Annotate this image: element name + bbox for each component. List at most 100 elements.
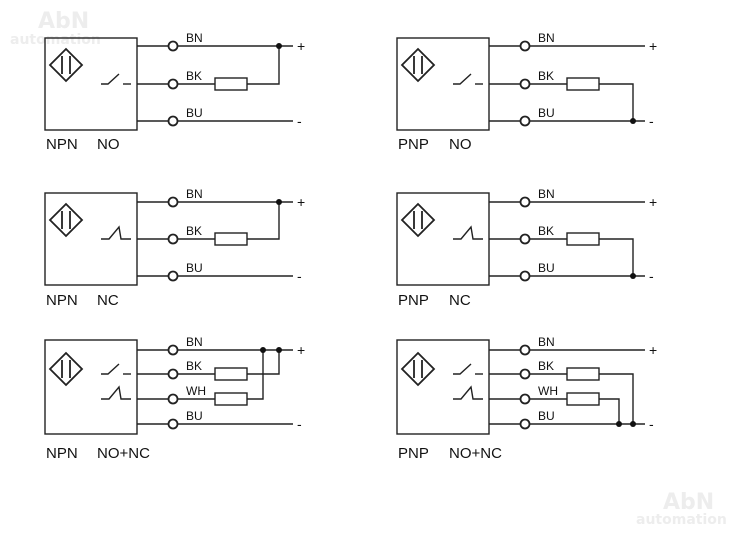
wire-label-bk: BK <box>186 224 202 238</box>
contact-type-label: NO+NC <box>449 445 502 462</box>
minus-terminal-label: - <box>297 268 302 284</box>
minus-terminal-label: - <box>649 416 654 432</box>
resistor <box>566 367 600 381</box>
terminal-circle <box>519 344 531 356</box>
wire-label-bk: BK <box>186 69 202 83</box>
terminal-circle <box>167 115 179 127</box>
terminal-circle <box>167 196 179 208</box>
load-wire <box>599 238 634 276</box>
sensor-type-label: NPN <box>46 292 78 309</box>
load-wire <box>599 373 634 424</box>
resistor <box>566 77 600 91</box>
terminal-circle <box>519 115 531 127</box>
junction-dot <box>630 421 636 427</box>
terminal-circle <box>167 393 179 405</box>
sensor-housing <box>44 339 138 435</box>
plus-terminal-label: + <box>297 38 305 54</box>
terminal-circle <box>519 393 531 405</box>
minus-terminal-label: - <box>297 113 302 129</box>
watermark-sub: automation <box>10 32 101 48</box>
nc-switch-icon <box>453 385 483 400</box>
load-wire <box>247 202 280 240</box>
terminal-circle <box>167 368 179 380</box>
wire-label-bn: BN <box>538 335 555 349</box>
terminal-circle <box>167 418 179 430</box>
wire-label-bk: BK <box>538 224 554 238</box>
minus-terminal-label: - <box>297 416 302 432</box>
sensor-type-label: NPN <box>46 136 78 153</box>
terminal-circle <box>167 78 179 90</box>
junction-dot <box>630 273 636 279</box>
no-switch-icon <box>453 73 472 85</box>
plus-terminal-label: + <box>297 194 305 210</box>
resistor <box>214 392 248 406</box>
nc-switch-icon <box>453 225 483 240</box>
terminal-circle <box>519 40 531 52</box>
plus-terminal-label: + <box>297 342 305 358</box>
wire-label-bu: BU <box>538 261 555 275</box>
plus-terminal-label: + <box>649 38 657 54</box>
resistor <box>214 77 248 91</box>
terminal-circle <box>519 418 531 430</box>
sensor-diamond-icon <box>48 202 84 238</box>
sensor-diamond-icon <box>400 47 436 83</box>
terminal-circle <box>519 270 531 282</box>
sensor-type-label: PNP <box>398 136 429 153</box>
plus-terminal-label: + <box>649 342 657 358</box>
watermark-brand: AbN <box>38 9 89 34</box>
wire-label-wh: WH <box>538 384 558 398</box>
load-wire <box>247 350 280 375</box>
sensor-type-label: PNP <box>398 292 429 309</box>
minus-terminal-label: - <box>649 268 654 284</box>
diagram-pnp-nc: + - BN BK BU PNP NC <box>396 187 657 309</box>
terminal-circle <box>167 270 179 282</box>
contact-type-label: NO+NC <box>97 445 150 462</box>
wire-label-bk: BK <box>538 69 554 83</box>
load-wire <box>247 46 280 85</box>
wire-label-bk: BK <box>186 359 202 373</box>
watermark-bottom-right: AbN automation <box>636 490 727 528</box>
wire-label-bu: BU <box>186 106 203 120</box>
contact-type-label: NC <box>449 292 471 309</box>
nc-switch-icon <box>101 385 131 400</box>
junction-dot <box>630 118 636 124</box>
sensor-diamond-icon <box>48 351 84 387</box>
junction-dot <box>276 347 282 353</box>
junction-dot <box>276 43 282 49</box>
resistor <box>214 367 248 381</box>
resistor <box>566 232 600 246</box>
no-switch-icon <box>453 363 472 375</box>
junction-dot <box>260 347 266 353</box>
no-switch-icon <box>101 363 120 375</box>
wire-label-bn: BN <box>538 187 555 201</box>
wire-label-bn: BN <box>186 31 203 45</box>
terminal-circle <box>167 344 179 356</box>
terminal-circle <box>167 40 179 52</box>
minus-terminal-label: - <box>649 113 654 129</box>
load-wire <box>599 83 634 121</box>
diagram-npn-no: + - BN BK BU NPN NO <box>44 31 305 153</box>
contact-type-label: NC <box>97 292 119 309</box>
terminal-circle <box>519 368 531 380</box>
sensor-type-label: NPN <box>46 445 78 462</box>
watermark-top-left: AbN automation <box>10 9 101 48</box>
plus-terminal-label: + <box>649 194 657 210</box>
wire-label-bu: BU <box>186 261 203 275</box>
terminal-circle <box>167 233 179 245</box>
sensor-diamond-icon <box>400 202 436 238</box>
sensor-diamond-icon <box>48 47 84 83</box>
terminal-circle <box>519 78 531 90</box>
wire-label-bk: BK <box>538 359 554 373</box>
contact-type-label: NO <box>97 136 120 153</box>
sensor-type-label: PNP <box>398 445 429 462</box>
wire-label-bu: BU <box>538 106 555 120</box>
load-wire <box>247 350 264 400</box>
terminal-circle <box>519 196 531 208</box>
wire-label-wh: WH <box>186 384 206 398</box>
resistor <box>214 232 248 246</box>
terminal-circle <box>519 233 531 245</box>
